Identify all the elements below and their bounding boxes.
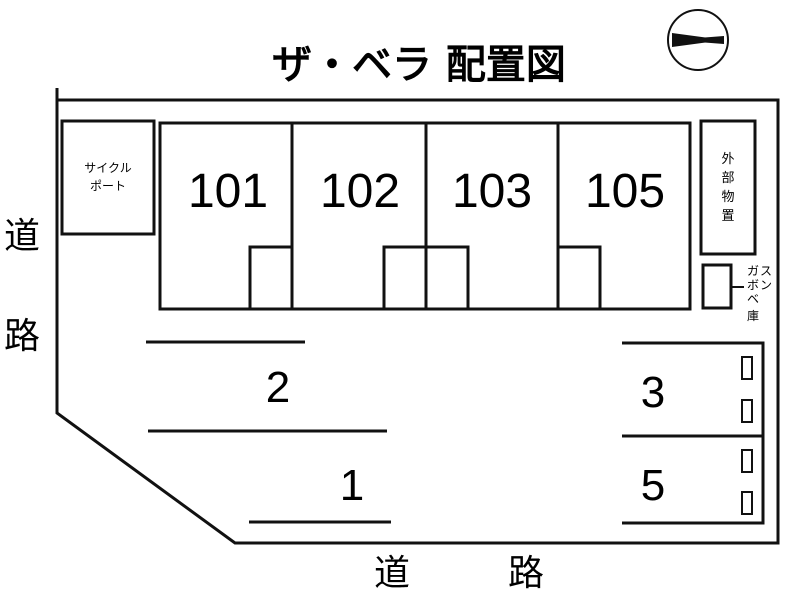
road-bottom-label: 路	[508, 553, 544, 594]
outdoor-storage	[699, 119, 757, 256]
gas-storage-label: 庫	[747, 309, 759, 323]
parking-slot-number: 2	[266, 363, 290, 412]
outdoor-storage-label: 置	[721, 209, 734, 224]
outdoor-storage-label: 外	[721, 152, 734, 167]
outdoor-storage-label: 物	[721, 190, 734, 205]
wheel-stop	[741, 449, 753, 473]
wheel-stop	[741, 491, 753, 515]
outdoor-storage-label: 部	[721, 171, 734, 186]
road-left-label: 路	[4, 316, 40, 357]
parking-slot-number: 3	[641, 368, 665, 417]
gas-storage-label: ガ	[747, 264, 759, 278]
bicycle-port	[60, 119, 156, 236]
unit-number: 102	[320, 165, 400, 218]
unit-entrance	[382, 245, 428, 311]
unit-entrance	[424, 245, 470, 311]
unit-number: 105	[585, 165, 665, 218]
road-bottom-label: 道	[374, 553, 410, 594]
gas-storage-label: ン	[760, 278, 772, 292]
unit-entrance	[556, 245, 602, 311]
gas-storage-label: ベ	[747, 292, 759, 306]
arrow-icon	[667, 9, 729, 71]
site-boundary	[55, 88, 780, 545]
wheel-stop	[741, 399, 753, 423]
bicycle-port-label: サイクル	[84, 161, 131, 175]
page-title: ザ・ベラ 配置図	[272, 42, 566, 88]
parking-slot-number: 1	[340, 461, 364, 510]
parking-slot-number: 5	[641, 461, 665, 510]
unit-number: 101	[188, 165, 268, 218]
unit-entrance	[248, 245, 294, 311]
wheel-stop	[741, 356, 753, 380]
bicycle-port-label: ポート	[90, 179, 126, 193]
gas-storage-label: ス	[760, 264, 772, 278]
gas-storage-label: ボ	[747, 278, 759, 292]
gas-cylinder-storage	[701, 263, 733, 310]
unit-number: 103	[452, 165, 532, 218]
road-left-label: 道	[4, 216, 40, 257]
